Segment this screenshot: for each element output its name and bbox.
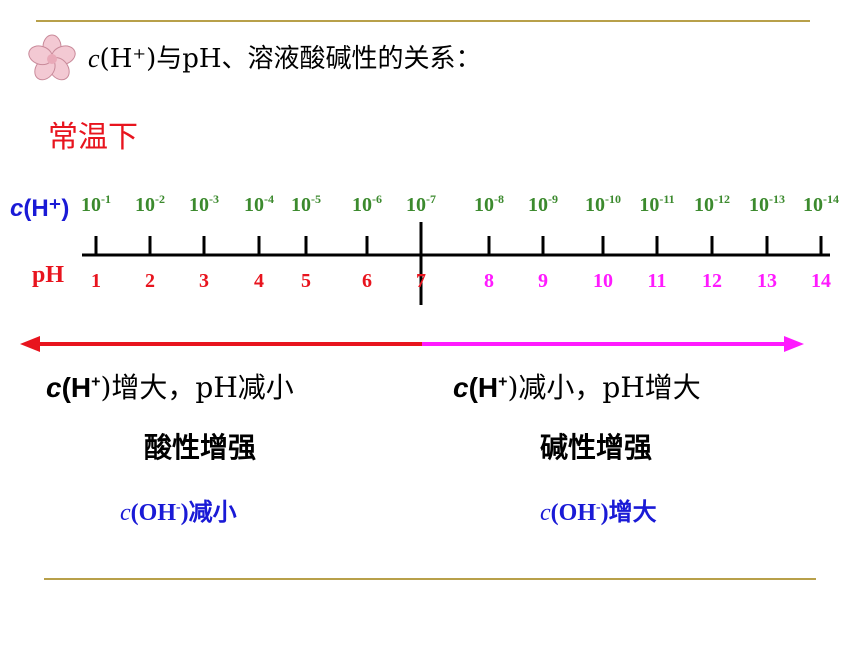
acidity-increase: 酸性增强: [144, 431, 257, 464]
ch-label-rest: (H⁺): [23, 195, 70, 222]
concentration-value: 10-2: [135, 192, 165, 217]
base-trend-c: c: [453, 372, 469, 403]
ph-label: pH: [32, 262, 65, 288]
concentration-base: 10: [135, 194, 155, 216]
ph-value: 5: [301, 270, 311, 292]
bottom-rule: [44, 578, 816, 580]
basicity-increase: 碱性增强: [540, 431, 653, 464]
concentration-exponent: -4: [264, 192, 274, 206]
concentration-exponent: -2: [155, 192, 165, 206]
acid-trend: c(H+)增大，pH减小: [46, 366, 294, 406]
concentration-base: 10: [639, 194, 660, 216]
base-trend-sup: +: [498, 373, 508, 391]
ph-value: 4: [254, 270, 264, 292]
ph-value: 7: [416, 270, 426, 292]
concentration-base: 10: [694, 194, 714, 216]
base-trend-h: (H: [468, 372, 499, 403]
acid-trend-ch: c(H+: [46, 372, 100, 403]
slide-title: c(H⁺)与pH、溶液酸碱性的关系：: [88, 38, 482, 75]
base-oh-concentration: c(OH-)增大: [540, 492, 657, 527]
concentration-exponent: -9: [548, 192, 558, 206]
acid-oh-c: c: [120, 500, 131, 526]
acid-oh-change: 减小: [188, 498, 237, 526]
concentration-value: 10-13: [749, 192, 785, 217]
ph-value: 1: [91, 270, 101, 292]
concentration-value: 10-6: [352, 192, 382, 217]
concentration-exponent: -5: [311, 192, 321, 206]
title-c: c: [88, 44, 100, 73]
acid-trend-h: (H: [61, 372, 92, 403]
base-arrow-head: [784, 336, 804, 352]
concentration-exponent: -14: [823, 192, 839, 206]
concentration-value: 10-7: [406, 192, 436, 217]
ph-value: 13: [757, 270, 777, 292]
base-oh-mid: (OH: [550, 500, 596, 526]
hydrogen-concentration-label: c(H⁺): [10, 194, 69, 223]
concentration-exponent: -7: [426, 192, 436, 206]
base-trend-ch: c(H+: [453, 372, 507, 403]
concentration-base: 10: [291, 194, 311, 216]
acid-oh-mid: (OH: [130, 500, 176, 526]
concentration-base: 10: [528, 194, 548, 216]
concentration-base: 10: [189, 194, 209, 216]
concentration-exponent: -8: [494, 192, 504, 206]
base-trend: c(H+)减小，pH增大: [453, 366, 701, 406]
acid-trend-rest: )增大，pH减小: [100, 371, 294, 404]
acid-trend-c: c: [46, 372, 62, 403]
concentration-base: 10: [803, 194, 823, 216]
ph-value: 10: [593, 270, 613, 292]
ph-value: 6: [362, 270, 372, 292]
concentration-base: 10: [474, 194, 494, 216]
acid-trend-sup: +: [91, 373, 101, 391]
concentration-exponent: -3: [209, 192, 219, 206]
title-text: (H⁺)与pH、溶液酸碱性的关系：: [99, 44, 482, 74]
concentration-exponent: -1: [101, 192, 111, 206]
scale-ticks: [94, 236, 823, 255]
ph-value: 14: [811, 270, 831, 292]
concentration-base: 10: [749, 194, 769, 216]
ph-value: 8: [484, 270, 494, 292]
ch-label-c: c: [10, 195, 24, 222]
top-rule: [36, 20, 810, 22]
acid-oh-close: ): [180, 500, 189, 526]
concentration-value: 10-8: [474, 192, 504, 217]
concentration-value: 10-11: [639, 192, 675, 217]
base-trend-rest: )减小，pH增大: [507, 371, 701, 404]
concentration-base: 10: [81, 194, 101, 216]
concentration-value: 10-1: [81, 192, 111, 217]
ph-value: 3: [199, 270, 209, 292]
concentration-value: 10-5: [291, 192, 321, 217]
concentration-base: 10: [352, 194, 372, 216]
ph-value: 12: [702, 270, 722, 292]
base-oh-c: c: [540, 500, 551, 526]
concentration-value: 10-12: [694, 192, 730, 217]
concentration-exponent: -6: [372, 192, 382, 206]
base-oh-sup: -: [595, 500, 601, 515]
concentration-value: 10-3: [189, 192, 219, 217]
base-oh-close: ): [600, 500, 609, 526]
concentration-base: 10: [244, 194, 264, 216]
acid-oh-sup: -: [175, 500, 181, 515]
concentration-exponent: -12: [714, 192, 730, 206]
concentration-value: 10-4: [244, 192, 274, 217]
concentration-base: 10: [406, 194, 426, 216]
acid-arrow-head: [20, 336, 40, 352]
concentration-value: 10-9: [528, 192, 558, 217]
concentration-value: 10-14: [803, 192, 839, 217]
concentration-value: 10-10: [585, 192, 621, 217]
concentration-exponent: -11: [659, 192, 675, 206]
concentration-exponent: -10: [605, 192, 621, 206]
ph-value: 2: [145, 270, 155, 292]
ph-value: 9: [538, 270, 548, 292]
base-oh-change: 增大: [608, 498, 657, 526]
flower-icon: [28, 34, 76, 81]
concentration-base: 10: [585, 194, 605, 216]
temperature-label: 常温下: [48, 120, 138, 155]
acid-oh-concentration: c(OH-)减小: [120, 492, 237, 527]
ph-value: 11: [647, 270, 667, 292]
concentration-exponent: -13: [769, 192, 785, 206]
